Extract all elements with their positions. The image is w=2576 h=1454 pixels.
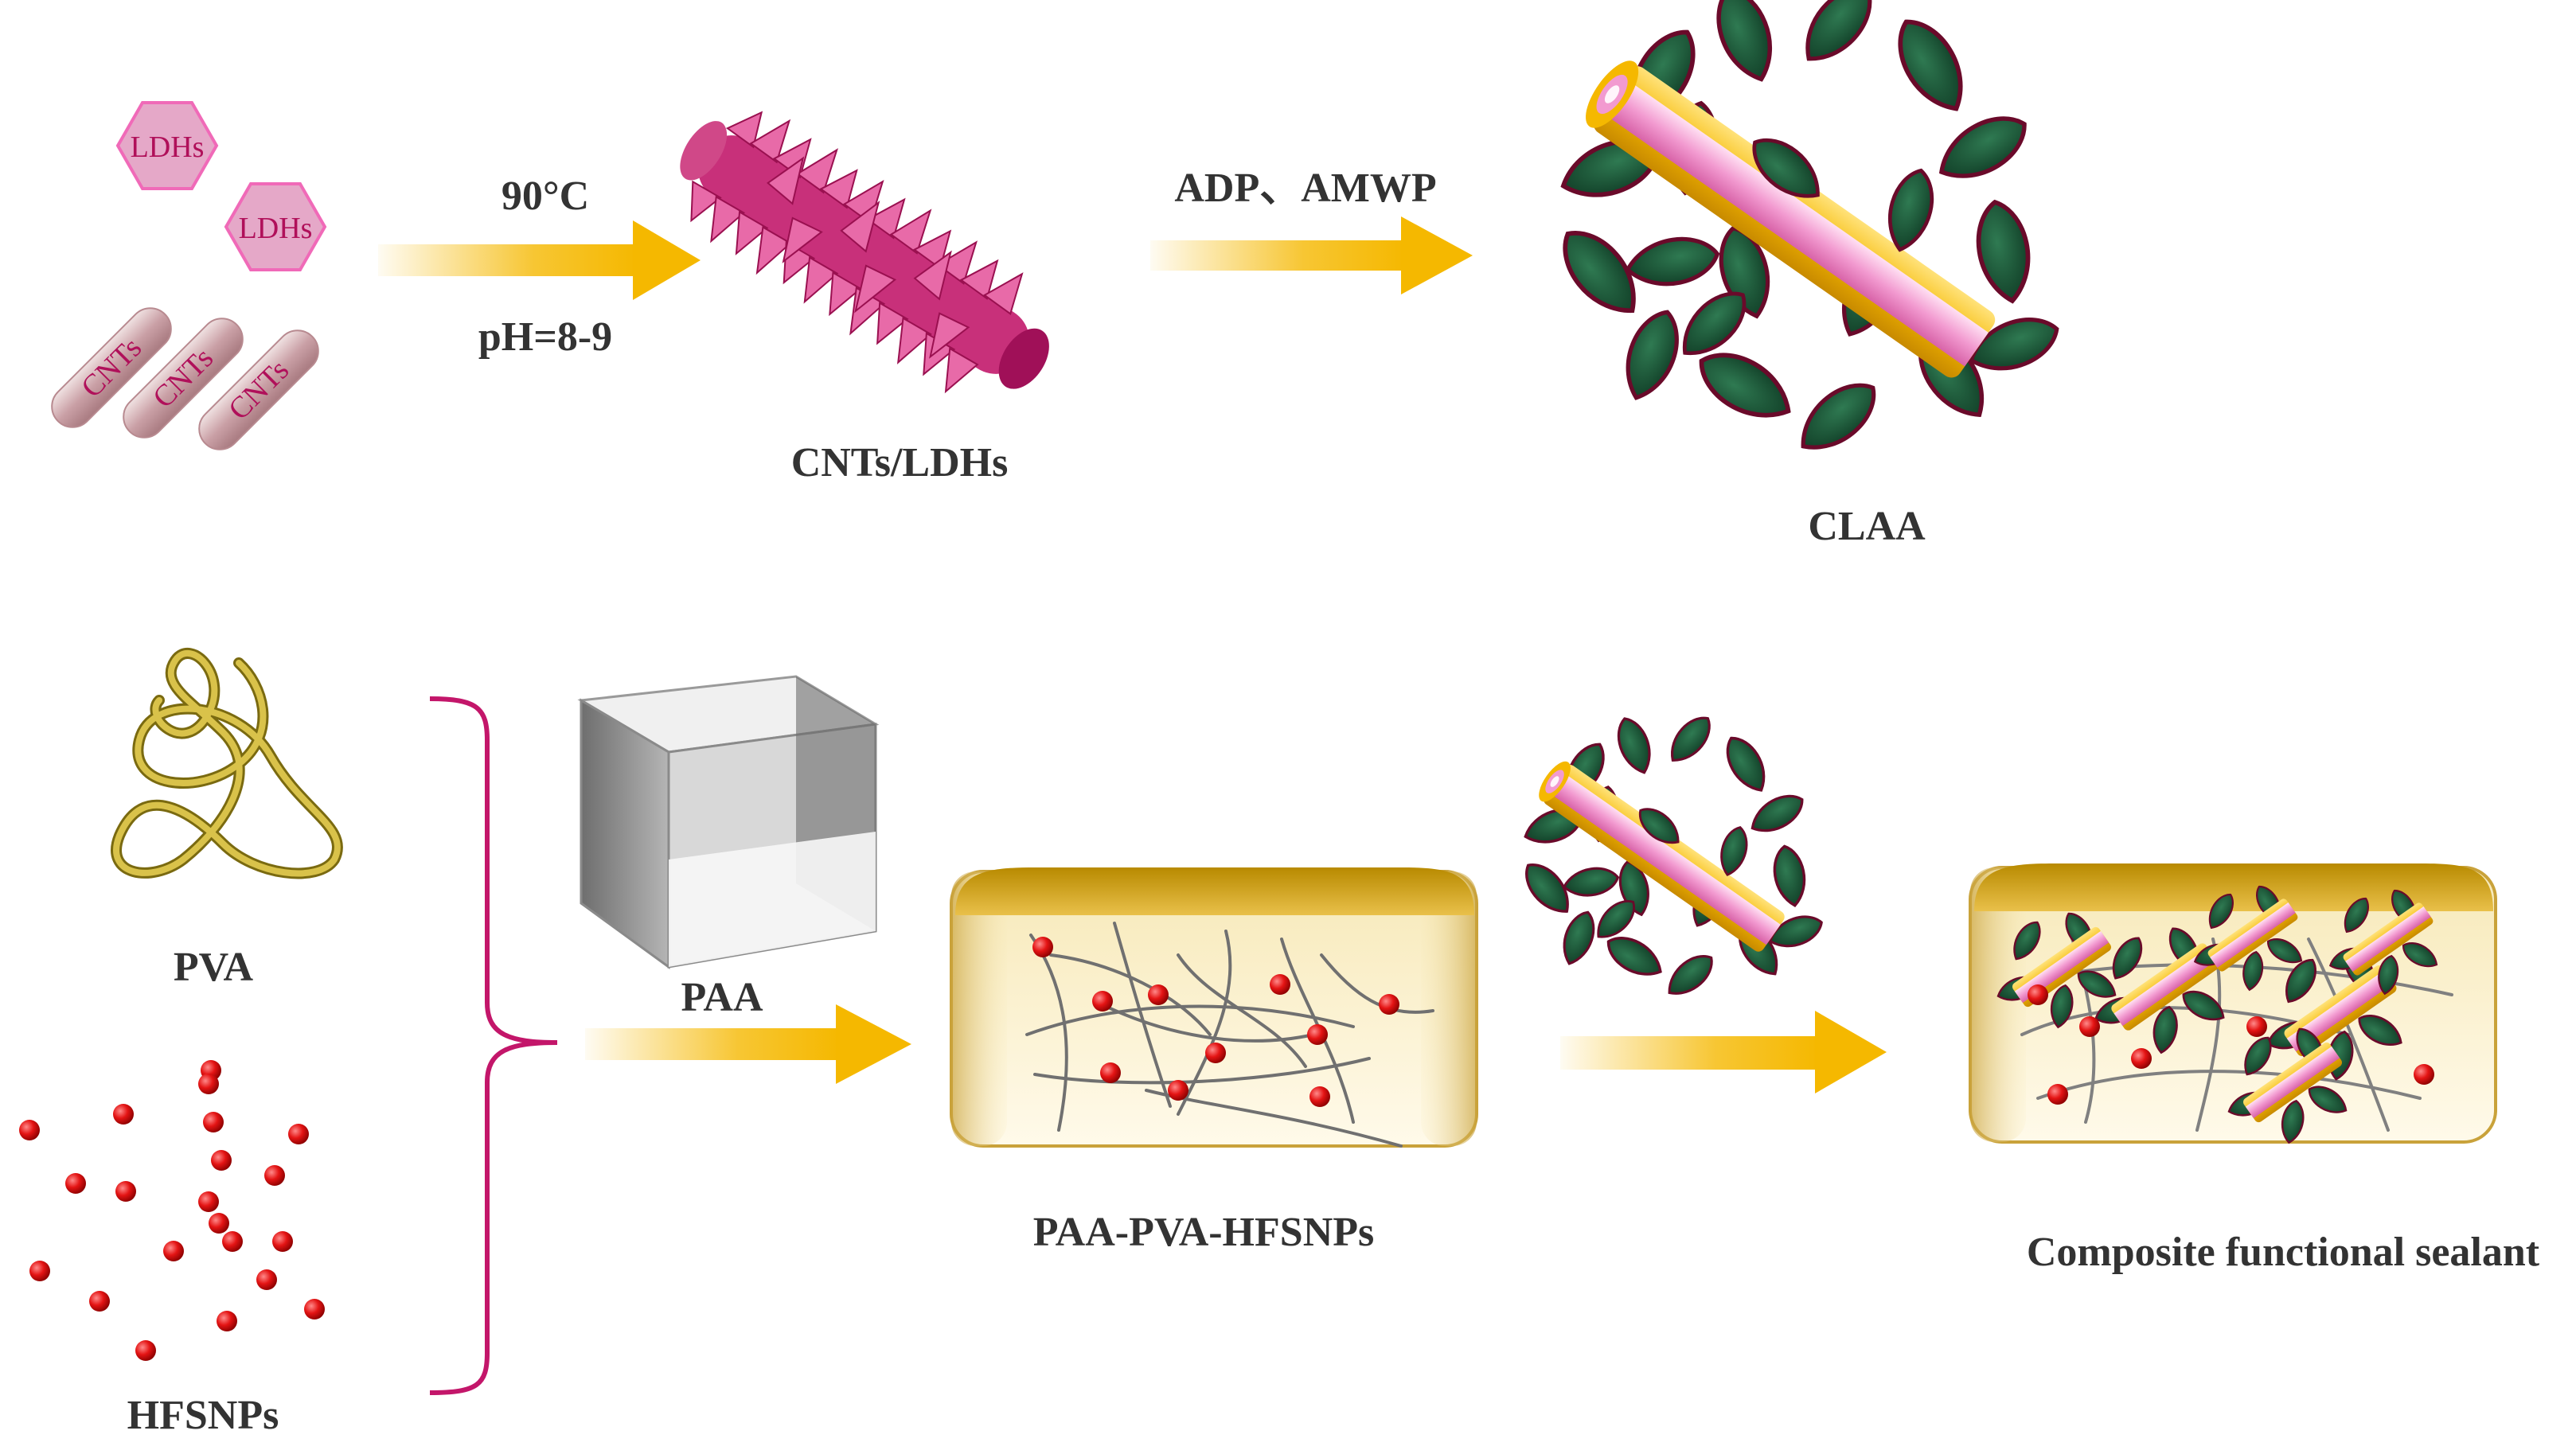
gel-network-box bbox=[950, 867, 1478, 1148]
ldh-label-2: LDHs bbox=[239, 212, 313, 245]
label-cnts-ldhs: CNTs/LDHs bbox=[791, 440, 1009, 485]
label-paa: PAA bbox=[681, 975, 763, 1020]
label-composite-sealant: Composite functional sealant bbox=[2027, 1230, 2540, 1275]
reaction-arrow-1 bbox=[378, 220, 701, 300]
ldh-label-1: LDHs bbox=[131, 131, 205, 164]
reaction-arrow-3 bbox=[585, 1004, 911, 1084]
claa-particle bbox=[1550, 0, 2065, 463]
label-hfsnps: HFSNPs bbox=[127, 1393, 279, 1438]
hfsnps-particles bbox=[19, 1060, 325, 1361]
ldh-hexagon-1: LDHs bbox=[115, 101, 219, 190]
pva-polymer-chain bbox=[111, 648, 343, 879]
label-gel: PAA-PVA-HFSNPs bbox=[1033, 1210, 1375, 1255]
condition-ph: pH=8-9 bbox=[478, 314, 612, 360]
composite-sealant-box bbox=[1969, 863, 2497, 1144]
grouping-bracket bbox=[429, 696, 558, 1395]
condition-temperature: 90°C bbox=[502, 173, 589, 219]
paa-cube bbox=[577, 675, 880, 969]
label-reagents: ADP、AMWP bbox=[1174, 166, 1436, 211]
label-claa: CLAA bbox=[1808, 504, 1926, 549]
ldh-hexagon-2: LDHs bbox=[224, 182, 327, 271]
label-pva: PVA bbox=[174, 945, 254, 990]
cnts-ldhs-hybrid bbox=[680, 111, 1049, 394]
reaction-arrow-2 bbox=[1150, 216, 1473, 294]
claa-particle-small bbox=[1517, 710, 1826, 1003]
reaction-arrow-4 bbox=[1560, 1011, 1887, 1093]
